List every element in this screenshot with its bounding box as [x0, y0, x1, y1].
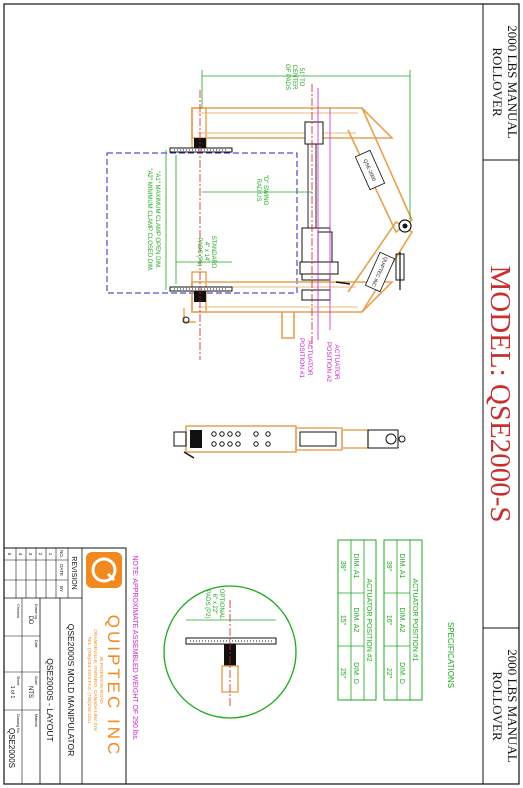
- svg-text:DIM. A2: DIM. A2: [398, 608, 405, 633]
- svg-text:DD: DD: [27, 616, 33, 625]
- standard-pads-label: STANDARD 4" x 14" PADS (P1): [196, 236, 216, 269]
- svg-text:Drawn by: Drawn by: [34, 604, 38, 619]
- actuator-pos1-label: ACTUATOR POSITION #1: [298, 338, 313, 378]
- svg-text:NTS: NTS: [27, 686, 33, 698]
- svg-text:39": 39": [339, 561, 346, 572]
- svg-text:4: 4: [18, 553, 23, 556]
- svg-text:2000 LBS MANUAL: 2000 LBS MANUAL: [505, 649, 520, 762]
- svg-text:DIM. A1: DIM. A1: [398, 554, 405, 579]
- svg-text:25": 25": [339, 668, 346, 679]
- svg-text:ORANGEVILLE, ONTARIO, CANADA L: ORANGEVILLE, ONTARIO, CANADA L9W 3Y6: [92, 629, 98, 731]
- svg-text:4" x 14": 4" x 14": [203, 242, 209, 263]
- spec-table-2: ACTUATOR POSITION #2 DIM. A1 DIM. A2 DIM…: [337, 539, 377, 701]
- svg-text:REVISION: REVISION: [70, 556, 77, 589]
- svg-text:"D" SWING: "D" SWING: [262, 175, 268, 206]
- svg-text:38 PATERSON ROAD: 38 PATERSON ROAD: [98, 656, 104, 704]
- svg-text:DIM. D: DIM. D: [352, 662, 359, 684]
- revision-label: REVISION: [70, 556, 77, 589]
- drawn-by: DD: [27, 616, 33, 625]
- svg-text:1: 1: [48, 553, 53, 556]
- side-view: [173, 425, 406, 459]
- svg-text:22": 22": [385, 668, 392, 679]
- side-title-bottom: 2000 LBS MANUAL ROLLOVER: [490, 649, 520, 762]
- svg-text:BY: BY: [59, 586, 64, 592]
- svg-text:NO.: NO.: [59, 550, 64, 558]
- detail-circle: [163, 585, 297, 719]
- svg-text:QUIPTEC INC: QUIPTEC INC: [104, 615, 123, 758]
- spec-heading: SPECIFICATIONS: [446, 622, 455, 688]
- svg-text:"A1" MAXIMUM CLAMP OPEN DIM.: "A1" MAXIMUM CLAMP OPEN DIM.: [154, 171, 160, 269]
- svg-text:DIM. D: DIM. D: [398, 662, 405, 684]
- svg-text:6" x 22": 6" x 22": [211, 594, 217, 615]
- svg-text:NOTE: APPROXIMATE ASSEMBLED WE: NOTE: APPROXIMATE ASSEMBLED WEIGHT OF 29…: [131, 555, 138, 740]
- svg-text:2000 LBS MANUAL: 2000 LBS MANUAL: [505, 25, 520, 138]
- svg-text:Sheet: Sheet: [16, 676, 20, 685]
- svg-text:OPTIONAL: OPTIONAL: [218, 589, 224, 620]
- svg-text:DIM. A2: DIM. A2: [352, 608, 359, 633]
- svg-text:DIM. A1: DIM. A1: [352, 554, 359, 579]
- svg-text:PADS (P1): PADS (P1): [196, 238, 202, 267]
- svg-text:DATE: DATE: [59, 564, 64, 576]
- svg-text:"A2" MINIMUM CLAMP CLOSED DIM.: "A2" MINIMUM CLAMP CLOSED DIM.: [146, 168, 152, 271]
- actuator-pos2-label: ACTUATOR POSITION #2: [325, 342, 340, 382]
- svg-text:QSE2000S: QSE2000S: [7, 728, 16, 768]
- sheet-border: [3, 3, 520, 785]
- swing-radius-label: "D" SWING RADIUS: [255, 175, 268, 206]
- svg-text:SPECIFICATIONS: SPECIFICATIONS: [446, 622, 455, 688]
- svg-text:5: 5: [7, 553, 12, 556]
- clamp-label: "A1" MAXIMUM CLAMP OPEN DIM. "A2" MINIMU…: [146, 168, 160, 271]
- svg-text:MODEL: QSE2000-S: MODEL: QSE2000-S: [484, 266, 516, 523]
- svg-text:CENTER: CENTER: [291, 65, 297, 90]
- svg-text:QSE2000S MOLD MANIPULATOR: QSE2000S MOLD MANIPULATOR: [66, 624, 76, 756]
- svg-text:ROLLOVER: ROLLOVER: [490, 47, 505, 117]
- svg-text:Scale: Scale: [34, 676, 38, 685]
- optional-pad-detail: OPTIONAL 6" x 22" PADS (P2): [163, 585, 297, 719]
- svg-text:Date: Date: [34, 640, 38, 648]
- svg-text:Drawing No.: Drawing No.: [16, 714, 20, 734]
- svg-text:Checked: Checked: [16, 604, 20, 618]
- model-title: MODEL: QSE2000-S: [484, 266, 516, 523]
- svg-text:POSITION #1: POSITION #1: [298, 338, 305, 378]
- front-view: QSE-2000 QUIPTEC INC: [106, 64, 414, 382]
- title-block: QUIPTEC INC 38 PATERSON ROAD ORANGEVILLE…: [3, 547, 127, 785]
- svg-text:RADIUS: RADIUS: [255, 179, 261, 202]
- svg-text:15": 15": [339, 615, 346, 626]
- weight-note: NOTE: APPROXIMATE ASSEMBLED WEIGHT OF 29…: [131, 555, 138, 740]
- svg-text:3: 3: [28, 553, 33, 556]
- sheet-number: 1 of 1: [9, 686, 15, 699]
- svg-text:51" TO: 51" TO: [298, 68, 304, 87]
- side-frame: [185, 425, 297, 453]
- company-logo: [86, 552, 122, 588]
- svg-text:2: 2: [38, 553, 43, 556]
- svg-text:Material: Material: [34, 714, 38, 727]
- svg-text:39": 39": [385, 561, 392, 572]
- company-name: QUIPTEC INC: [104, 615, 123, 758]
- specifications: SPECIFICATIONS ACTUATOR POSITION #1 DIM.…: [337, 539, 455, 701]
- optional-pads-label: OPTIONAL 6" x 22" PADS (P2): [204, 589, 224, 620]
- svg-text:PADS (P2): PADS (P2): [204, 590, 210, 619]
- svg-text:16": 16": [385, 615, 392, 626]
- drawing-number: QSE2000S: [7, 728, 16, 768]
- company-address: 38 PATERSON ROAD ORANGEVILLE, ONTARIO, C…: [86, 629, 104, 731]
- spec-table-1: ACTUATOR POSITION #1 DIM. A1 DIM. A2 DIM…: [383, 539, 423, 701]
- svg-text:1 of 1: 1 of 1: [9, 686, 15, 699]
- upper-arm: [191, 107, 394, 139]
- drawing-title: QSE2000S - LAYOUT: [45, 658, 55, 741]
- svg-text:TEL: (705)234-1010 FAX: (705: TEL: (705)234-1010 FAX: (705)234-1011: [86, 636, 92, 723]
- svg-text:ACTUATOR POSITION #1: ACTUATOR POSITION #1: [411, 579, 418, 662]
- product-line: QSE2000S MOLD MANIPULATOR: [66, 624, 76, 756]
- svg-text:POSITION #2: POSITION #2: [325, 342, 332, 382]
- svg-text:OF PADS: OF PADS: [284, 64, 290, 90]
- hand-bar: [281, 312, 295, 339]
- svg-text:ACTUATOR: ACTUATOR: [333, 344, 340, 379]
- side-title-top: 2000 LBS MANUAL ROLLOVER: [490, 25, 520, 138]
- svg-text:ROLLOVER: ROLLOVER: [490, 671, 505, 741]
- dim-51in-label: 51" TO CENTER OF PADS: [284, 64, 304, 90]
- svg-text:ACTUATOR POSITION #2: ACTUATOR POSITION #2: [365, 579, 372, 662]
- scale-value: NTS: [27, 686, 33, 698]
- svg-text:ACTUATOR: ACTUATOR: [306, 340, 313, 375]
- svg-text:STANDARD: STANDARD: [210, 236, 216, 269]
- svg-text:QSE2000S - LAYOUT: QSE2000S - LAYOUT: [45, 658, 55, 741]
